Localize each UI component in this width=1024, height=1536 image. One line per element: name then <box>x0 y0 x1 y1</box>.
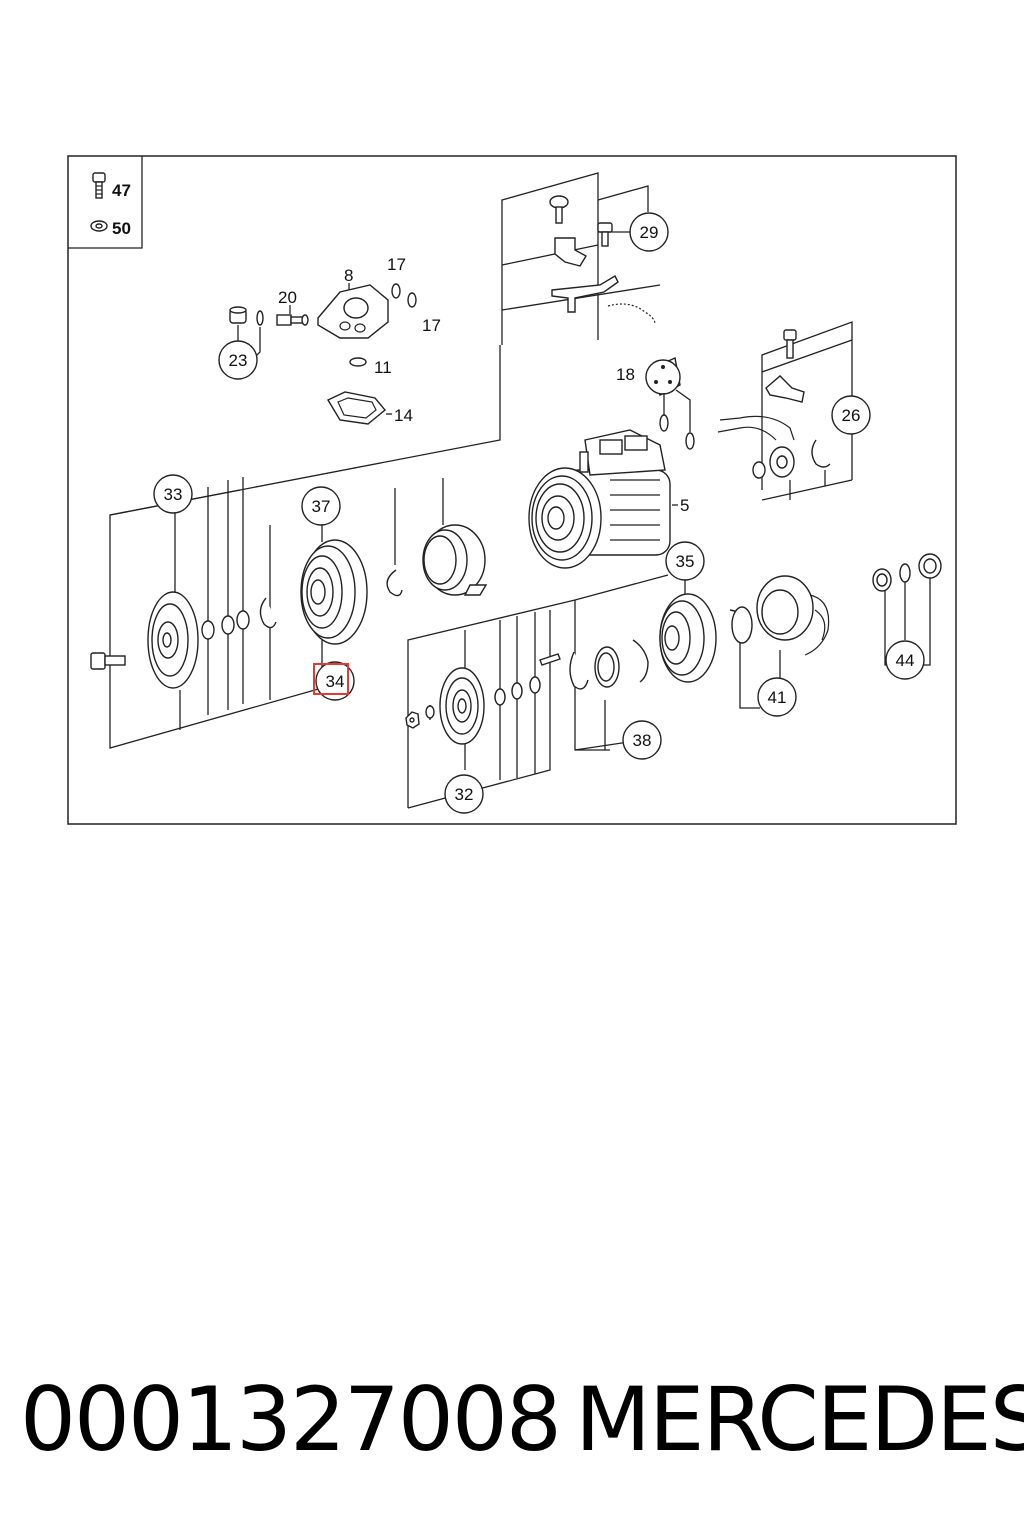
svg-text:38: 38 <box>633 731 652 750</box>
svg-text:32: 32 <box>455 785 474 804</box>
bolt-icon <box>597 222 613 247</box>
pulley-37 <box>300 520 368 645</box>
clutch-group-32 <box>405 599 576 809</box>
o-ring <box>899 563 911 583</box>
legend-bolt-label: 47 <box>112 181 131 200</box>
pulley-35 <box>659 575 717 683</box>
callout-34[interactable]: 34 <box>313 661 355 701</box>
svg-text:41: 41 <box>768 688 787 707</box>
snap-ring <box>569 651 589 690</box>
brand-name: MERCEDES <box>575 1368 1024 1471</box>
screw-icon <box>549 195 569 224</box>
svg-text:44: 44 <box>896 651 915 670</box>
callout-20[interactable]: 20 <box>278 288 297 307</box>
o-ring <box>407 292 417 308</box>
shim <box>221 615 235 635</box>
legend-box: 47 50 <box>68 156 143 249</box>
compressor-group <box>109 345 678 597</box>
callout-5[interactable]: 5 <box>680 496 689 515</box>
callout-14[interactable]: 14 <box>394 406 413 425</box>
snap-ring <box>632 639 649 683</box>
washer-icon <box>90 220 108 232</box>
field-coil <box>756 575 830 656</box>
wire-harness <box>719 415 795 441</box>
key-pin <box>539 653 561 666</box>
bolt-icon <box>92 172 106 199</box>
svg-text:26: 26 <box>842 406 861 425</box>
cap-icon <box>229 306 247 324</box>
callout-32[interactable]: 32 <box>444 774 484 814</box>
seal-group-44 <box>872 553 942 666</box>
o-ring <box>685 432 695 450</box>
highlight-box <box>313 663 349 695</box>
coil-group-41 <box>729 575 830 709</box>
pulley-bearing <box>422 524 488 596</box>
part-number: 0001327008 <box>20 1368 562 1471</box>
clutch-hub <box>439 667 485 745</box>
shim <box>511 682 523 700</box>
callout-44[interactable]: 44 <box>885 640 925 680</box>
diagram-frame <box>67 155 957 825</box>
o-ring <box>731 606 753 644</box>
callout-23[interactable]: 23 <box>218 340 258 380</box>
o-ring <box>256 310 264 326</box>
callout-18[interactable]: 18 <box>616 365 635 384</box>
o-ring <box>391 283 401 299</box>
bearing <box>594 646 620 688</box>
clutch-group-33 <box>90 477 323 749</box>
callout-38[interactable]: 38 <box>622 720 662 760</box>
hose-bracket-group <box>501 172 661 345</box>
clutch-disc <box>147 591 199 689</box>
washer <box>425 705 435 719</box>
shim <box>529 676 541 694</box>
compressor <box>528 429 671 569</box>
svg-text:23: 23 <box>229 351 248 370</box>
o-ring <box>659 414 669 432</box>
sensor-icon <box>276 314 309 326</box>
callout-17a[interactable]: 17 <box>387 255 406 274</box>
ring-icon <box>386 569 403 597</box>
callout-35[interactable]: 35 <box>665 541 705 581</box>
footer-caption: 0001327008 MERCEDES <box>0 1365 1024 1475</box>
callout-41[interactable]: 41 <box>757 677 797 717</box>
callout-17b[interactable]: 17 <box>422 316 441 335</box>
callout-8[interactable]: 8 <box>344 266 353 285</box>
bearing-group-38 <box>569 574 669 751</box>
parts-diagram: 47 50 <box>67 155 957 825</box>
shim <box>201 620 215 640</box>
callout-26[interactable]: 26 <box>831 395 871 435</box>
shim <box>494 688 506 706</box>
clip-bracket <box>765 375 805 403</box>
svg-text:29: 29 <box>640 223 659 242</box>
o-ring <box>349 357 367 367</box>
svg-text:37: 37 <box>312 497 331 516</box>
o-ring <box>752 461 766 479</box>
callout-29[interactable]: 29 <box>629 212 669 252</box>
callout-37[interactable]: 37 <box>301 486 341 526</box>
flange-group-18 <box>645 356 695 450</box>
callout-33[interactable]: 33 <box>153 474 193 514</box>
svg-text:33: 33 <box>164 485 183 504</box>
legend-washer-label: 50 <box>112 219 131 238</box>
callout-11[interactable]: 11 <box>374 358 392 377</box>
svg-text:35: 35 <box>676 552 695 571</box>
clip-bracket <box>554 237 587 267</box>
svg-text:34: 34 <box>326 672 345 691</box>
nut-icon <box>405 711 420 729</box>
coiled-hose <box>607 303 656 325</box>
bolt-icon <box>783 329 797 359</box>
mounting-bracket <box>551 275 619 313</box>
snap-ring <box>259 597 277 629</box>
bolt-icon <box>90 652 126 670</box>
shim <box>236 610 250 630</box>
valve-housing-group <box>229 283 417 425</box>
gasket <box>327 391 386 425</box>
